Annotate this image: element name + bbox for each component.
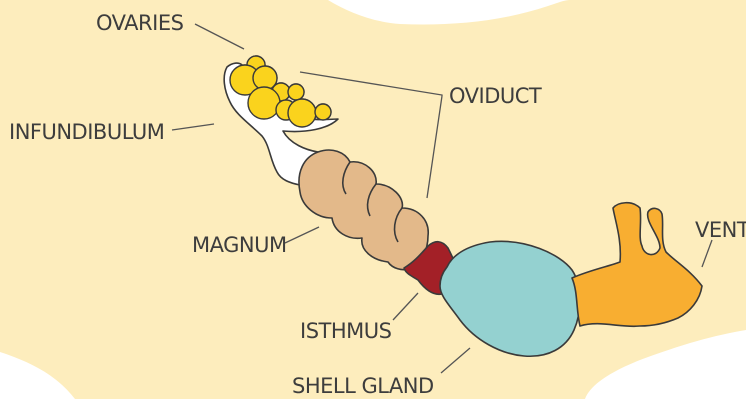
label-ovaries: OVARIES — [96, 11, 184, 35]
label-oviduct: OVIDUCT — [449, 84, 542, 108]
label-shell-gland: SHELL GLAND — [292, 374, 434, 398]
label-magnum: MAGNUM — [192, 233, 287, 257]
label-vent: VENT — [695, 218, 746, 242]
label-isthmus: ISTHMUS — [300, 319, 392, 343]
label-infundibulum: INFUNDIBULUM — [9, 120, 164, 144]
